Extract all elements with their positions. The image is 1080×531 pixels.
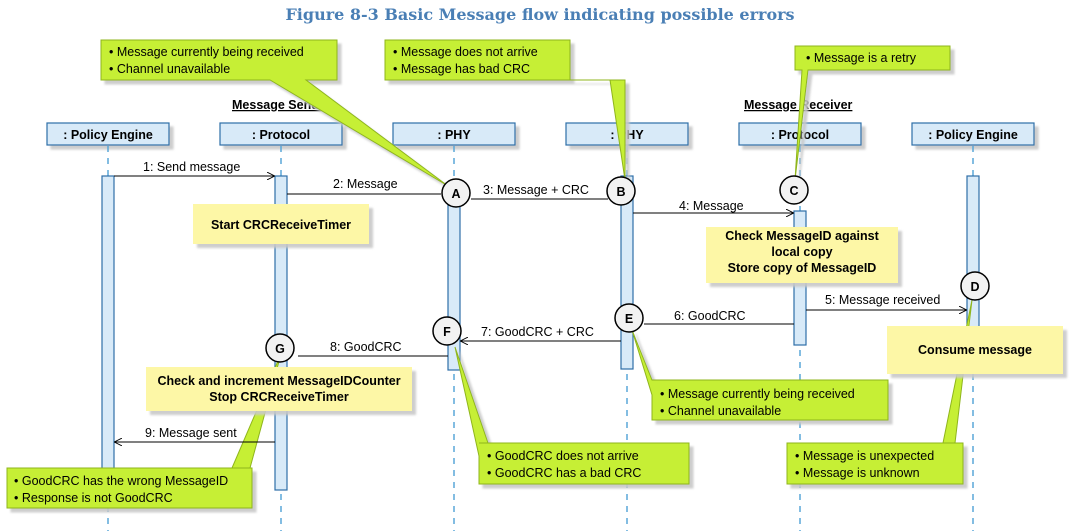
svg-text:: Protocol: : Protocol bbox=[252, 128, 310, 142]
message-label-2: 2: Message bbox=[333, 177, 398, 191]
message-label-5: 5: Message received bbox=[825, 293, 940, 307]
svg-text:: Policy Engine: : Policy Engine bbox=[928, 128, 1018, 142]
svg-text:• Channel unavailable: • Channel unavailable bbox=[660, 404, 781, 418]
point-b[interactable]: B bbox=[606, 176, 636, 206]
svg-text:: PHY: : PHY bbox=[437, 128, 471, 142]
callout-error-b: • Message does not arrive • Message has … bbox=[384, 39, 626, 181]
message-label-7: 7: GoodCRC + CRC bbox=[481, 325, 594, 339]
svg-text:• Message currently being rece: • Message currently being received bbox=[109, 45, 304, 59]
point-c[interactable]: C bbox=[779, 175, 809, 205]
svg-text:• Message is unknown: • Message is unknown bbox=[795, 466, 920, 480]
figure-title: Figure 8-3 Basic Message flow indicating… bbox=[285, 5, 795, 24]
note-check-messageid: Check MessageID against local copy Store… bbox=[706, 227, 898, 283]
point-g[interactable]: G bbox=[265, 333, 295, 363]
svg-text:: PHY: : PHY bbox=[610, 128, 644, 142]
activation-bars bbox=[101, 175, 980, 496]
point-d[interactable]: D bbox=[960, 271, 990, 301]
lifeline-header-protocol-sender[interactable]: : Protocol bbox=[219, 122, 343, 146]
lifeline-header-policy-engine-sender[interactable]: : Policy Engine bbox=[46, 122, 170, 146]
callout-error-e: • Message currently being received • Cha… bbox=[631, 329, 889, 421]
lifeline-header-phy-sender[interactable]: : PHY bbox=[392, 122, 516, 146]
svg-text:local copy: local copy bbox=[771, 245, 832, 259]
message-label-3: 3: Message + CRC bbox=[483, 183, 589, 197]
svg-text:Consume message: Consume message bbox=[918, 343, 1032, 357]
svg-text:: Policy Engine: : Policy Engine bbox=[63, 128, 153, 142]
point-e[interactable]: E bbox=[614, 303, 644, 333]
svg-text:C: C bbox=[789, 184, 798, 198]
callout-error-f: • GoodCRC does not arrive • GoodCRC has … bbox=[454, 346, 690, 485]
svg-text:Check MessageID against: Check MessageID against bbox=[725, 229, 879, 243]
lifeline-header-policy-engine-receiver[interactable]: : Policy Engine bbox=[911, 122, 1035, 146]
svg-text:• GoodCRC has the wrong Messag: • GoodCRC has the wrong MessageID bbox=[14, 474, 228, 488]
svg-text:Store copy of MessageID: Store copy of MessageID bbox=[728, 261, 877, 275]
message-label-8: 8: GoodCRC bbox=[330, 340, 402, 354]
message-label-9: 9: Message sent bbox=[145, 426, 237, 440]
svg-text:• Channel unavailable: • Channel unavailable bbox=[109, 62, 230, 76]
lifeline-header-phy-receiver[interactable]: : PHY bbox=[565, 122, 689, 146]
svg-text:• Message is a retry: • Message is a retry bbox=[806, 51, 917, 65]
note-check-counter: Check and increment MessageIDCounter Sto… bbox=[146, 367, 412, 411]
svg-text:• Message currently being rece: • Message currently being received bbox=[660, 387, 855, 401]
svg-text:A: A bbox=[451, 187, 460, 201]
svg-text:D: D bbox=[970, 280, 979, 294]
callout-error-a: • Message currently being received • Cha… bbox=[100, 39, 449, 187]
svg-text:E: E bbox=[625, 312, 633, 326]
svg-text:• Message does not arrive: • Message does not arrive bbox=[393, 45, 538, 59]
message-label-4: 4: Message bbox=[679, 199, 744, 213]
note-start-timer: Start CRCReceiveTimer bbox=[193, 204, 369, 244]
message-label-6: 6: GoodCRC bbox=[674, 309, 746, 323]
svg-text:G: G bbox=[275, 342, 285, 356]
note-consume-message: Consume message bbox=[887, 326, 1063, 374]
svg-text:• Response is not GoodCRC: • Response is not GoodCRC bbox=[14, 491, 173, 505]
svg-text:Stop CRCReceiveTimer: Stop CRCReceiveTimer bbox=[209, 390, 349, 404]
svg-text:B: B bbox=[616, 185, 625, 199]
point-f[interactable]: F bbox=[432, 316, 462, 346]
svg-text:• Message is unexpected: • Message is unexpected bbox=[795, 449, 934, 463]
point-a[interactable]: A bbox=[441, 178, 471, 208]
svg-text:• Message has bad CRC: • Message has bad CRC bbox=[393, 62, 530, 76]
svg-text:Start CRCReceiveTimer: Start CRCReceiveTimer bbox=[211, 218, 351, 232]
callout-error-c: • Message is a retry bbox=[794, 45, 951, 181]
svg-text:• GoodCRC does not arrive: • GoodCRC does not arrive bbox=[487, 449, 639, 463]
message-label-1: 1: Send message bbox=[143, 160, 240, 174]
svg-text:• GoodCRC has a bad CRC: • GoodCRC has a bad CRC bbox=[487, 466, 641, 480]
group-label-receiver: Message Receiver bbox=[744, 98, 853, 112]
callout-error-g: • GoodCRC has the wrong MessageID • Resp… bbox=[6, 353, 282, 509]
svg-text:Check and increment MessageIDC: Check and increment MessageIDCounter bbox=[157, 374, 400, 388]
svg-text:F: F bbox=[443, 325, 451, 339]
